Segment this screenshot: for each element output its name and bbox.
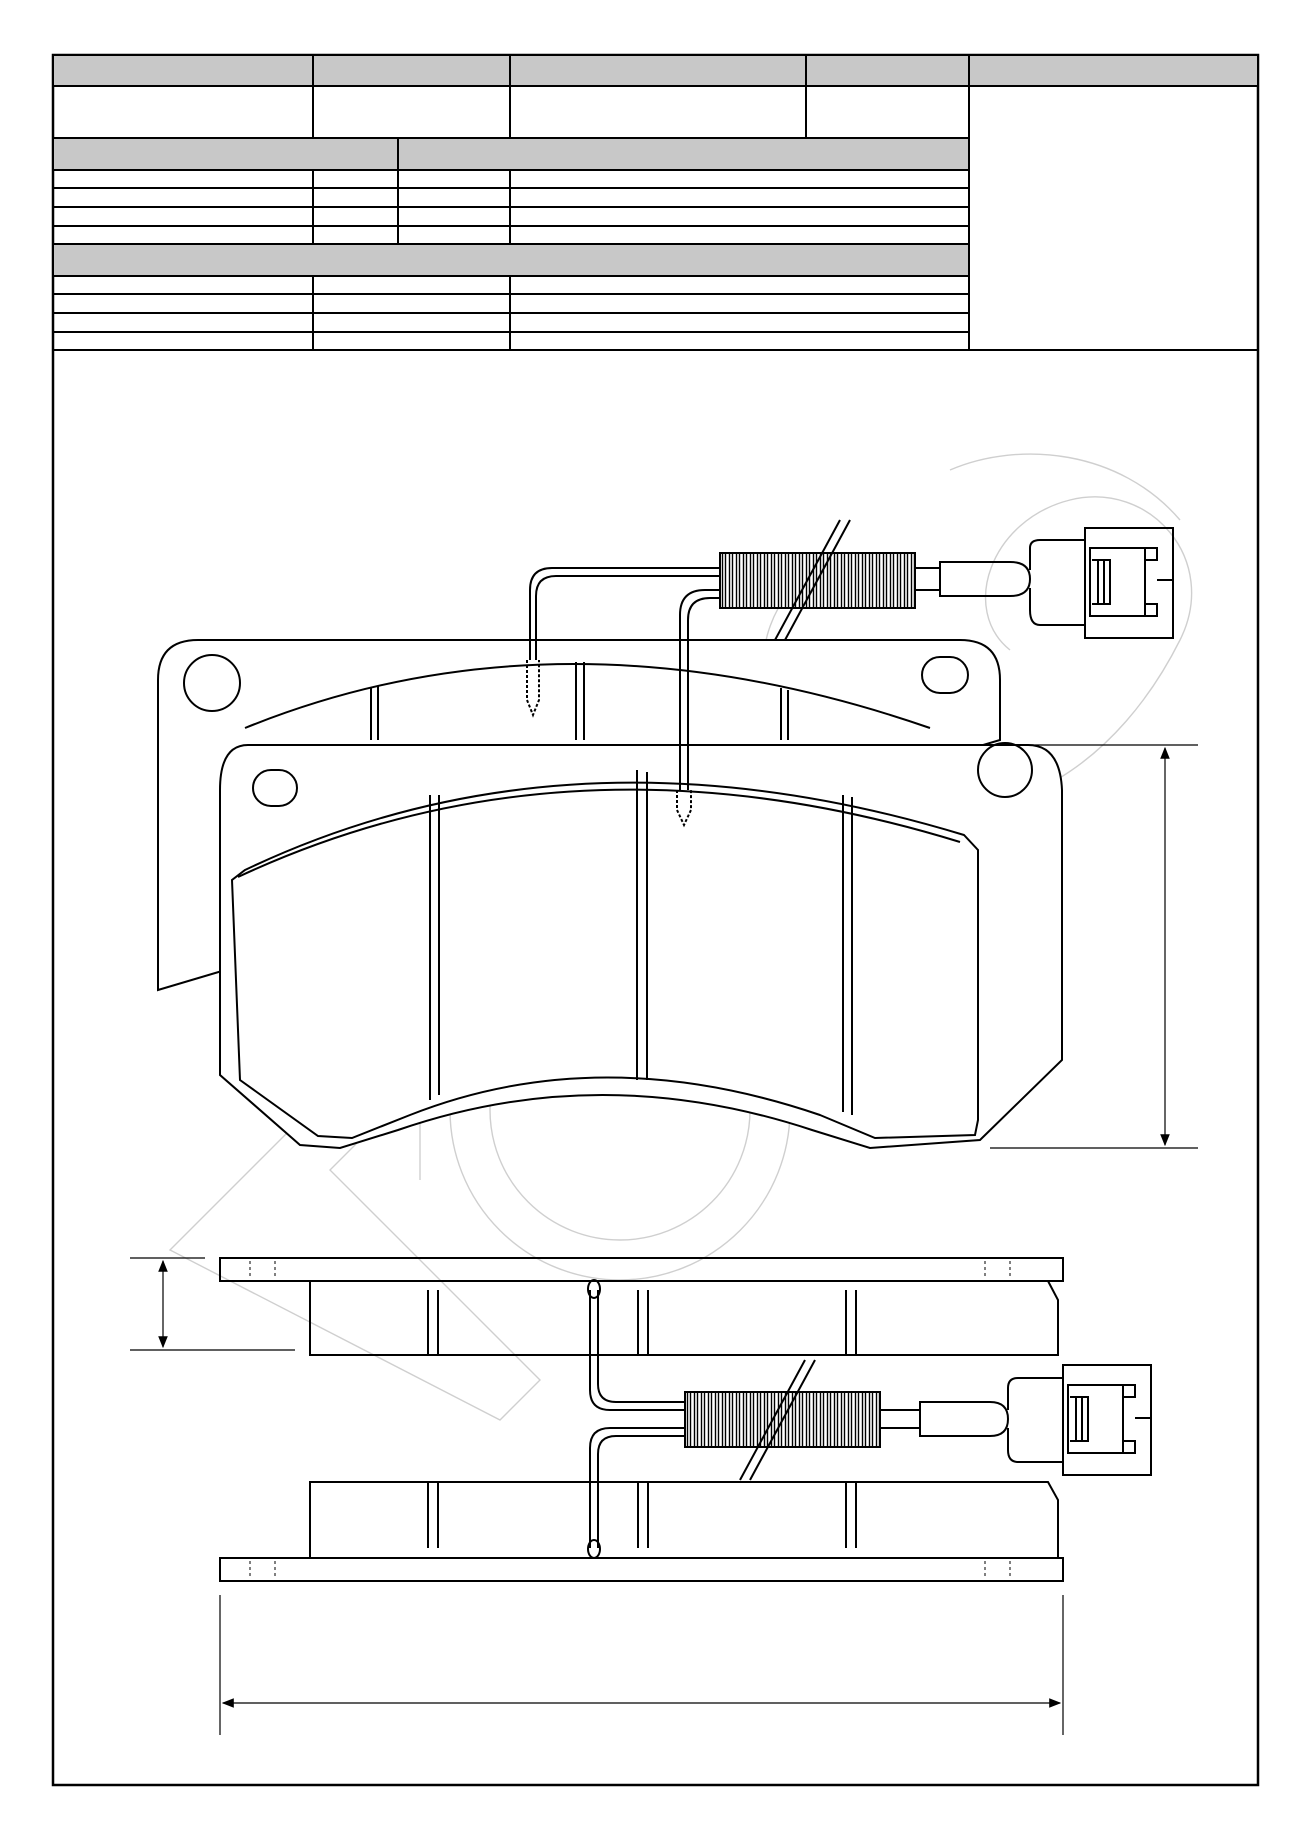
wear-sensor-cable: [526, 519, 1174, 828]
thickness-dimension: [130, 1257, 295, 1351]
side-sensor-cable: [587, 1279, 1152, 1559]
mounting-hole-right: [977, 742, 1033, 798]
width-dimension: [219, 1595, 1064, 1735]
spec-section-b-header: [52, 243, 970, 277]
header-row: [52, 54, 1259, 87]
mounting-slot-right: [921, 656, 969, 694]
title-block: [52, 54, 1259, 351]
spec-section-a-header: [52, 137, 970, 171]
upper-pad: [219, 1257, 1064, 1356]
mounting-hole-left: [183, 654, 241, 712]
mounting-slot-left: [252, 769, 298, 807]
friction-slots: [429, 770, 853, 1115]
front-view: [157, 519, 1174, 1150]
friction-material: [230, 781, 979, 1140]
front-backplate: [219, 744, 1063, 1150]
sensor-connector: [1084, 527, 1174, 639]
lower-pad: [219, 1481, 1064, 1582]
height-dimension: [990, 744, 1198, 1149]
side-sensor-connector: [1062, 1364, 1152, 1476]
side-view: [219, 1257, 1152, 1582]
